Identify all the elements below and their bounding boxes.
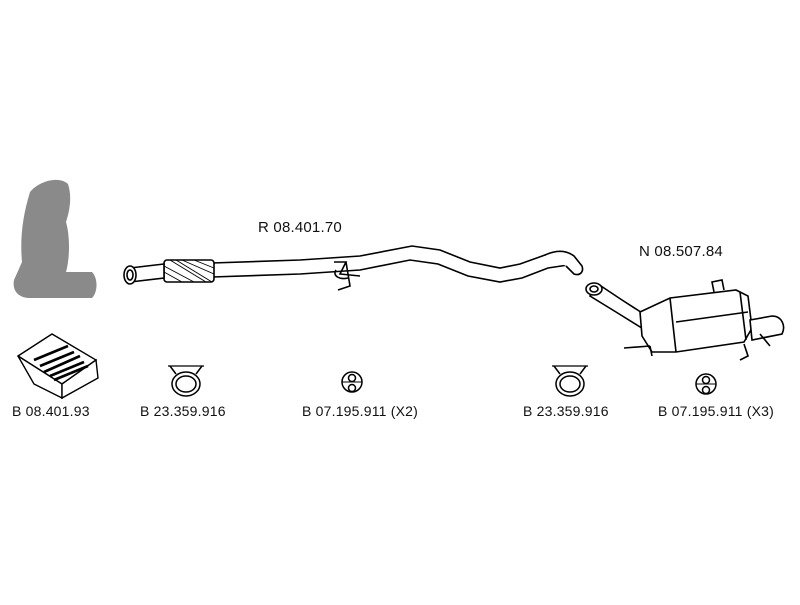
accessory-code: B 07.195.911 (X2) xyxy=(302,403,418,419)
front-pipe-code: R 08.401.70 xyxy=(258,219,342,236)
accessory-rubber-hanger-icon xyxy=(341,371,363,393)
vehicle-silhouette xyxy=(13,179,97,298)
accessory-code: B 07.195.911 (X3) xyxy=(658,403,774,419)
rear-silencer-code: N 08.507.84 xyxy=(639,243,723,260)
accessory-kit-box-icon xyxy=(16,333,99,400)
accessory-rubber-hanger-icon xyxy=(695,373,717,395)
accessory-code: B 23.359.916 xyxy=(523,403,609,419)
front-pipe-assembly xyxy=(123,245,584,291)
accessory-code: B 23.359.916 xyxy=(140,403,226,419)
accessory-code: B 08.401.93 xyxy=(12,403,90,419)
accessory-clamp-icon xyxy=(552,365,588,397)
rear-silencer-assembly xyxy=(585,279,785,361)
accessory-clamp-icon xyxy=(168,365,204,397)
